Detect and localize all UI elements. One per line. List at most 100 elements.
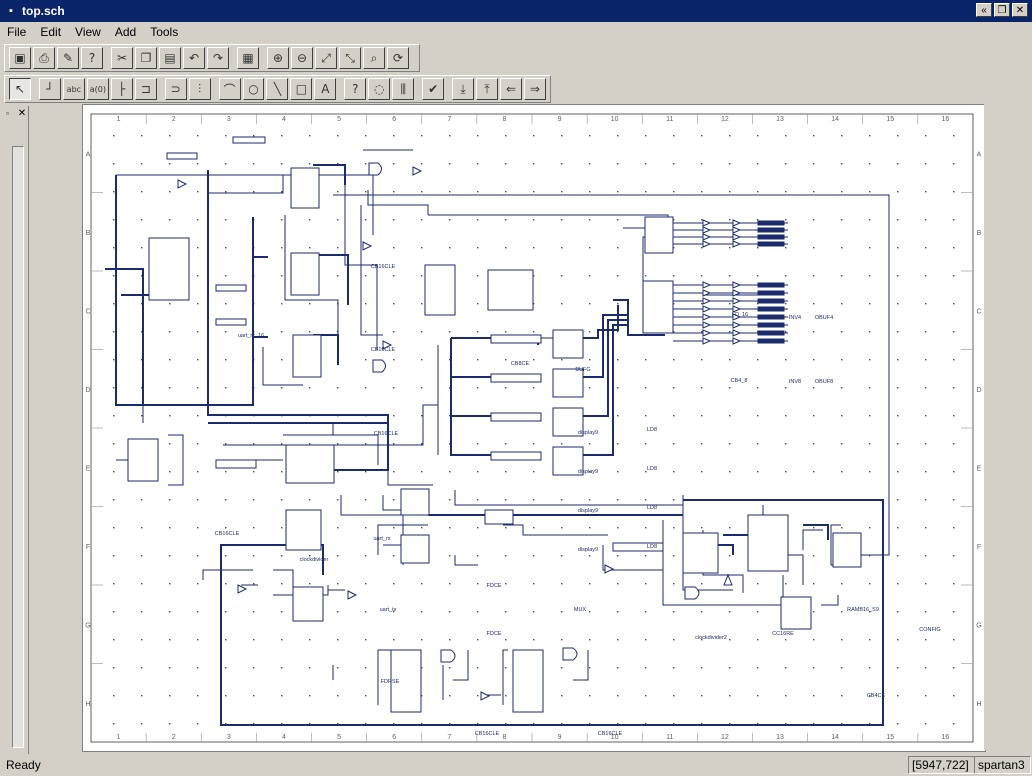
instance-label: CB4_8: [731, 378, 748, 384]
pin-icon[interactable]: ▫: [6, 109, 9, 118]
add-net-name-icon[interactable]: abc: [62, 78, 85, 100]
close-panel-icon[interactable]: ✕: [17, 108, 27, 119]
and-gate: [562, 647, 578, 661]
cut-icon[interactable]: ✂: [111, 47, 133, 69]
pop-to-calling-icon[interactable]: ⤒: [476, 78, 499, 100]
hierarchy-back-icon[interactable]: ⇐: [500, 78, 522, 100]
ruler-column-label: 9: [558, 734, 562, 741]
draw-circle-icon[interactable]: ○: [242, 78, 265, 100]
ruler-column-label: 15: [886, 116, 894, 123]
flipflop-block: [400, 534, 430, 564]
and-gate: [372, 359, 386, 373]
menu-file[interactable]: File: [7, 25, 27, 39]
print-icon[interactable]: ⎙: [33, 47, 55, 69]
minimize-icon[interactable]: «: [976, 3, 992, 17]
lasso-icon[interactable]: ◌: [368, 78, 391, 100]
zoom-out-icon[interactable]: ⊖: [291, 47, 313, 69]
zoom-selection-icon[interactable]: ⌕: [363, 47, 385, 69]
schematic-drawing[interactable]: 1122334455667788991010111112121313141415…: [83, 105, 985, 751]
draw-line-icon[interactable]: ╲: [266, 78, 289, 100]
ruler-column-label: 10: [611, 734, 619, 741]
select-arrow-icon[interactable]: ↖: [9, 78, 31, 100]
copy-icon[interactable]: ❐: [135, 47, 157, 69]
refresh-icon[interactable]: ⟳: [387, 47, 409, 69]
clockdivider-block: [215, 459, 257, 469]
net-marker: [166, 152, 198, 160]
paste-icon[interactable]: ▤: [159, 47, 181, 69]
ruler-column-label: 4: [282, 116, 286, 123]
instance-label: display9: [578, 469, 598, 475]
menu-edit[interactable]: Edit: [40, 25, 62, 39]
ruler-row-label: A: [86, 151, 91, 158]
ruler-row-label: E: [86, 465, 91, 472]
ruler-column-label: 6: [392, 116, 396, 123]
instance-label: uart_tx: [380, 607, 397, 613]
zoom-full-icon[interactable]: ⤢: [315, 47, 337, 69]
and-gate: [368, 162, 382, 176]
zoom-fit-icon[interactable]: ⤡: [339, 47, 361, 69]
counter-block: [682, 532, 719, 574]
check-schematic-icon[interactable]: ✔: [422, 78, 445, 100]
help-icon[interactable]: ?: [81, 47, 103, 69]
ram-block: [747, 514, 789, 572]
cursor-coordinates: [5947,722]: [908, 756, 975, 774]
mirror-icon[interactable]: ⫼: [392, 78, 415, 100]
display-block: [490, 451, 542, 461]
draw-arc-icon[interactable]: ⌒: [218, 78, 241, 100]
push-into-symbol-icon[interactable]: ⤓: [452, 78, 475, 100]
ruler-row-label: F: [977, 544, 981, 551]
latch-block: [552, 368, 584, 398]
counter-block: [290, 167, 320, 209]
add-io-marker-icon[interactable]: ⊐: [134, 78, 157, 100]
status-text: Ready: [6, 758, 41, 772]
undo-icon[interactable]: ↶: [183, 47, 205, 69]
inverter: [723, 573, 733, 586]
menu-add[interactable]: Add: [114, 25, 137, 39]
instance-label: FDRSE: [381, 679, 400, 685]
ruler-column-label: 3: [227, 116, 231, 123]
status-bar: Ready [5947,722] spartan3: [0, 754, 1032, 776]
instance-label: FDCE: [487, 583, 502, 589]
flipflop-block: [400, 488, 430, 516]
redo-icon[interactable]: ↷: [207, 47, 229, 69]
add-text-icon[interactable]: A: [314, 78, 337, 100]
instance-label: clockdivider: [300, 557, 329, 563]
decoder-block: [642, 280, 674, 334]
symbol-info-icon[interactable]: ?: [344, 78, 367, 100]
restore-icon[interactable]: ❐: [994, 3, 1010, 17]
bufg-block: [487, 269, 534, 311]
menu-view[interactable]: View: [75, 25, 101, 39]
ruler-row-label: G: [85, 622, 90, 629]
add-symbol-icon[interactable]: ⊃: [164, 78, 187, 100]
save-icon[interactable]: ▣: [9, 47, 31, 69]
ruler-row-label: E: [977, 465, 982, 472]
ruler-column-label: 9: [558, 116, 562, 123]
instance-label: CC16RE: [772, 631, 794, 637]
find-icon[interactable]: ▦: [237, 47, 259, 69]
wand-icon[interactable]: ✎: [57, 47, 79, 69]
instance-label: OBUF8: [815, 379, 833, 385]
rename-bus-icon[interactable]: a(0): [86, 78, 109, 100]
instance-label: clockdivider2: [695, 635, 727, 641]
ruler-column-label: 1: [117, 116, 121, 123]
inverter: [412, 166, 423, 176]
menu-tools[interactable]: Tools: [150, 25, 179, 39]
target-device: spartan3: [974, 756, 1031, 774]
add-wire-icon[interactable]: ┘: [38, 78, 61, 100]
instance-label: OBUF4: [815, 315, 833, 321]
ruler-column-label: 7: [447, 116, 451, 123]
instance-label: CB16CLE: [374, 431, 399, 437]
close-icon[interactable]: ✕: [1012, 3, 1028, 17]
ruler-column-label: 4: [282, 734, 286, 741]
instance-label: RAMB16_S9: [847, 607, 879, 613]
add-bus-tap-icon[interactable]: ├: [110, 78, 133, 100]
zoom-in-icon[interactable]: ⊕: [267, 47, 289, 69]
panel-scrollbar[interactable]: [12, 146, 24, 748]
draw-rectangle-icon[interactable]: □: [290, 78, 313, 100]
and-gate: [684, 586, 700, 600]
ruler-row-label: H: [976, 701, 981, 708]
hierarchy-forward-icon[interactable]: ⇒: [523, 78, 546, 100]
add-instance-icon[interactable]: ⫶: [188, 78, 211, 100]
instance-label: display9: [578, 430, 598, 436]
